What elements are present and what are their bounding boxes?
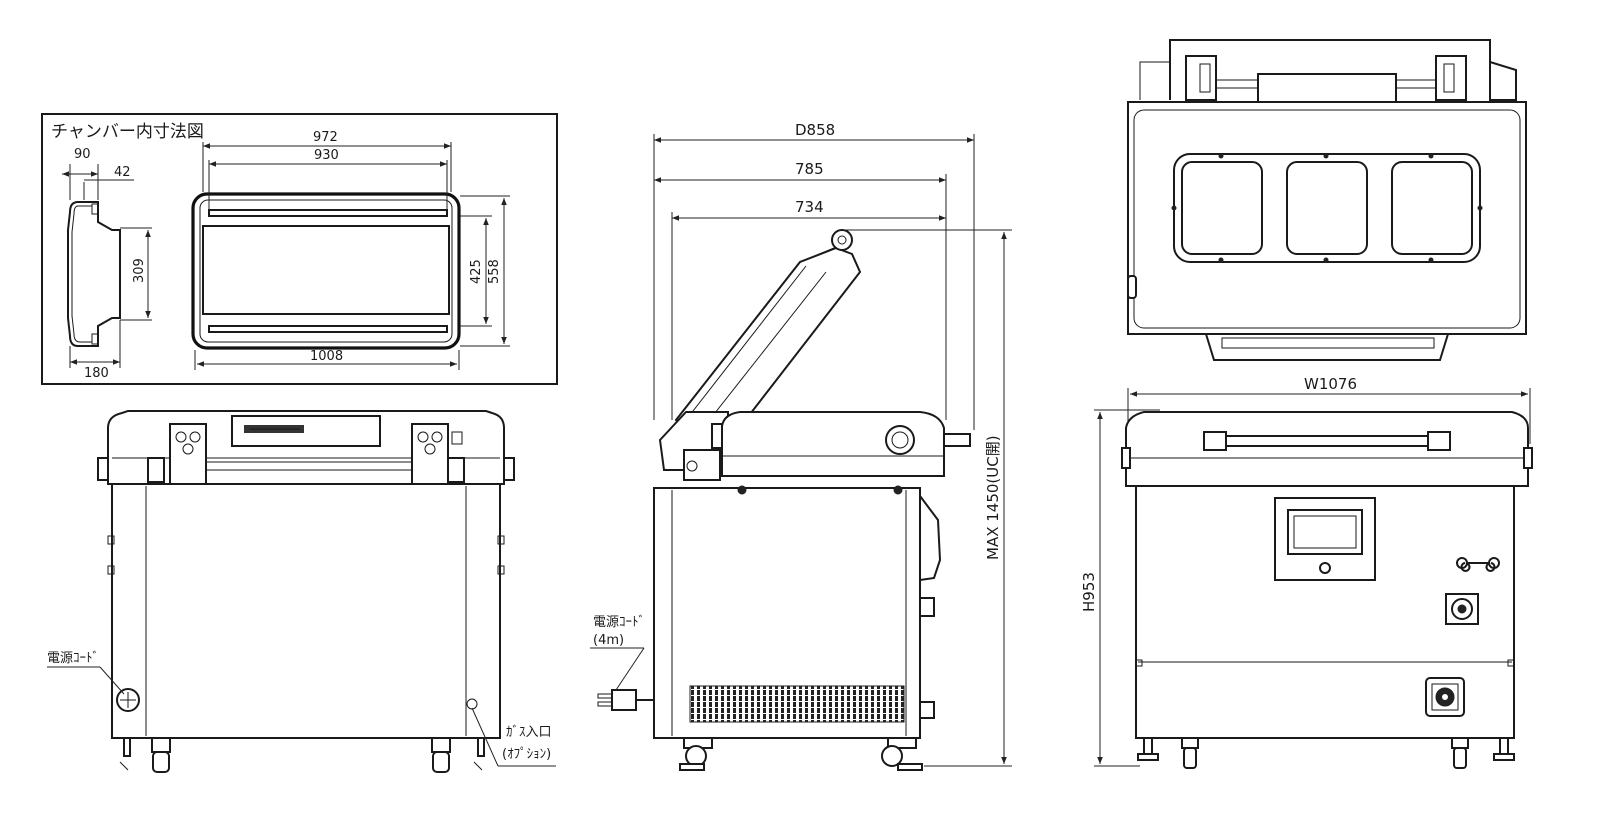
back-display-screen bbox=[1287, 509, 1363, 555]
front-power-cord-label: 電源ｺｰﾄﾞ bbox=[47, 651, 99, 666]
side-dim-785: 785 bbox=[795, 160, 824, 178]
front-seal-bar bbox=[231, 415, 381, 447]
back-dim-height: H953 bbox=[1080, 572, 1098, 612]
top-lid-outer bbox=[1127, 101, 1527, 335]
top-window-3 bbox=[1391, 161, 1473, 255]
side-vent-grille bbox=[689, 685, 905, 723]
side-knob bbox=[885, 425, 915, 455]
front-hinge-right bbox=[411, 423, 465, 491]
back-control-panel bbox=[1274, 497, 1376, 581]
dim-42: 42 bbox=[114, 165, 131, 180]
chamber-plan-inner bbox=[202, 225, 450, 315]
back-view: W1076 H953 bbox=[1080, 375, 1533, 769]
dim-558: 558 bbox=[487, 259, 502, 284]
chamber-section-profile bbox=[67, 201, 121, 347]
back-casters bbox=[1137, 737, 1515, 769]
chamber-panel-title: チャンバー内寸法図 bbox=[51, 122, 204, 142]
chamber-panel-frame bbox=[41, 113, 558, 385]
dim-180: 180 bbox=[84, 366, 109, 381]
front-power-connector bbox=[116, 688, 140, 712]
top-window-2 bbox=[1286, 161, 1368, 255]
back-power-button bbox=[1319, 562, 1331, 574]
side-casters bbox=[679, 737, 923, 771]
chamber-plan-outer bbox=[191, 192, 461, 350]
front-casters bbox=[119, 737, 485, 773]
side-dim-max-height: MAX 1450(UC開) bbox=[984, 435, 1002, 560]
front-body bbox=[111, 483, 501, 739]
dim-309: 309 bbox=[132, 258, 147, 283]
front-hinge-left bbox=[147, 423, 207, 491]
top-window-1 bbox=[1181, 161, 1263, 255]
dim-972: 972 bbox=[313, 130, 338, 145]
back-lid bbox=[1125, 411, 1529, 487]
dim-1008: 1008 bbox=[310, 349, 343, 364]
top-view bbox=[1127, 39, 1527, 361]
side-view: D858 785 734 MAX 1450(UC開) bbox=[590, 121, 1012, 771]
side-power-plug bbox=[597, 689, 654, 711]
top-hinge-bracket bbox=[1169, 39, 1517, 101]
dim-90: 90 bbox=[74, 147, 91, 162]
front-gas-inlet-option: (ｵﾌﾟｼｮﾝ) bbox=[502, 747, 551, 762]
side-closed-lid bbox=[683, 411, 971, 481]
front-gas-inlet-label: ｶﾞｽ入口 bbox=[506, 725, 552, 740]
side-power-cord-label: 電源ｺｰﾄﾞ bbox=[593, 615, 645, 630]
front-view: 電源ｺｰﾄﾞ ｶﾞｽ入口 (ｵﾌﾟｼｮﾝ) bbox=[47, 410, 556, 773]
back-fitting bbox=[1460, 562, 1496, 572]
chamber-dimension-panel: チャンバー内寸法図 90 42 309 180 972 bbox=[41, 113, 558, 385]
side-dim-734: 734 bbox=[795, 198, 824, 216]
top-handle bbox=[1204, 333, 1450, 361]
dim-930: 930 bbox=[314, 148, 339, 163]
dim-425: 425 bbox=[469, 259, 484, 284]
back-handle-bar bbox=[1211, 435, 1443, 447]
side-power-cord-length: (4m) bbox=[593, 633, 624, 648]
back-dim-width: W1076 bbox=[1304, 375, 1357, 393]
side-dim-depth: D858 bbox=[795, 121, 835, 139]
